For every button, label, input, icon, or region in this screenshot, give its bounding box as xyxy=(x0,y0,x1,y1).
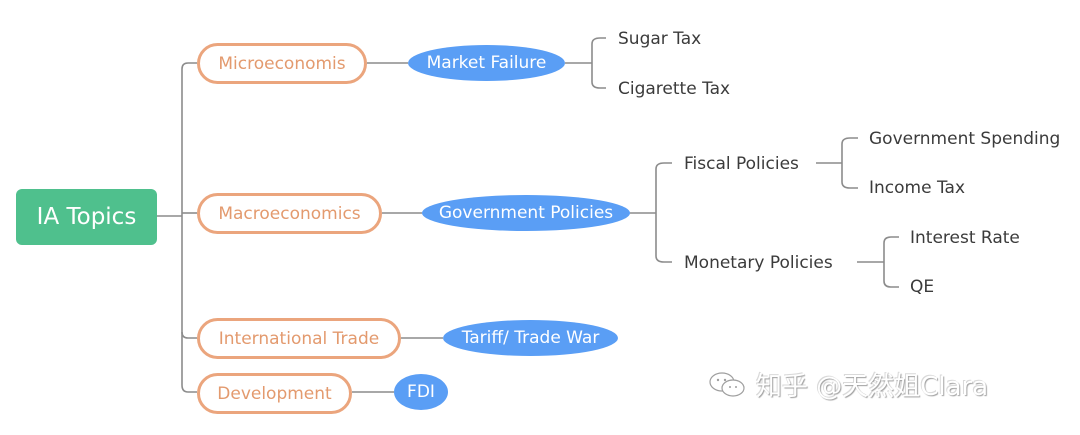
wechat-icon xyxy=(709,371,745,397)
subtopic-label: FDI xyxy=(407,382,435,402)
subtopic-node-market-failure[interactable]: Market Failure xyxy=(408,45,565,81)
topic-label: Development xyxy=(217,383,332,404)
subtopic-node-fdi[interactable]: FDI xyxy=(394,374,448,410)
branch-label: Fiscal Policies xyxy=(684,154,799,174)
leaf-node-interest-rate[interactable]: Interest Rate xyxy=(910,225,1020,251)
leaf-node-sugar-tax[interactable]: Sugar Tax xyxy=(618,26,701,52)
topic-node-macroeconomics[interactable]: Macroeconomics xyxy=(197,193,382,234)
leaf-node-qe[interactable]: QE xyxy=(910,274,934,300)
topic-label: International Trade xyxy=(218,328,380,349)
leaf-label: QE xyxy=(910,277,935,297)
subtopic-node-government-policies[interactable]: Government Policies xyxy=(422,195,630,231)
leaf-label: Sugar Tax xyxy=(618,29,702,49)
watermark-text: 知乎 @天然姐Clara xyxy=(756,372,989,402)
subtopic-label: Government Policies xyxy=(438,203,614,223)
subtopic-node-tariff-trade-war[interactable]: Tariff/ Trade War xyxy=(443,320,618,356)
topic-label: Macroeconomics xyxy=(218,203,361,224)
leaf-node-income-tax[interactable]: Income Tax xyxy=(869,175,965,201)
leaf-label: Interest Rate xyxy=(910,228,1020,248)
branch-label: Monetary Policies xyxy=(684,253,833,273)
root-node-ia-topics[interactable]: IA Topics xyxy=(16,189,157,245)
branch-node-fiscal-policies[interactable]: Fiscal Policies xyxy=(684,151,799,177)
leaf-node-cigarette-tax[interactable]: Cigarette Tax xyxy=(618,76,730,102)
subtopic-label: Market Failure xyxy=(426,53,547,73)
leaf-label: Cigarette Tax xyxy=(618,79,731,99)
subtopic-label: Tariff/ Trade War xyxy=(461,328,600,348)
topic-label: Microeconomis xyxy=(218,53,346,74)
topic-node-international-trade[interactable]: International Trade xyxy=(197,318,401,359)
leaf-label: Income Tax xyxy=(869,178,966,198)
leaf-node-government-spending[interactable]: Government Spending xyxy=(869,126,1060,152)
leaf-label: Government Spending xyxy=(869,129,1061,149)
branch-node-monetary-policies[interactable]: Monetary Policies xyxy=(684,250,833,276)
watermark: 知乎 @天然姐Clara xyxy=(708,366,988,403)
topic-node-microeconomics[interactable]: Microeconomis xyxy=(197,43,367,84)
root-label: IA Topics xyxy=(36,204,137,230)
topic-node-development[interactable]: Development xyxy=(197,373,352,414)
